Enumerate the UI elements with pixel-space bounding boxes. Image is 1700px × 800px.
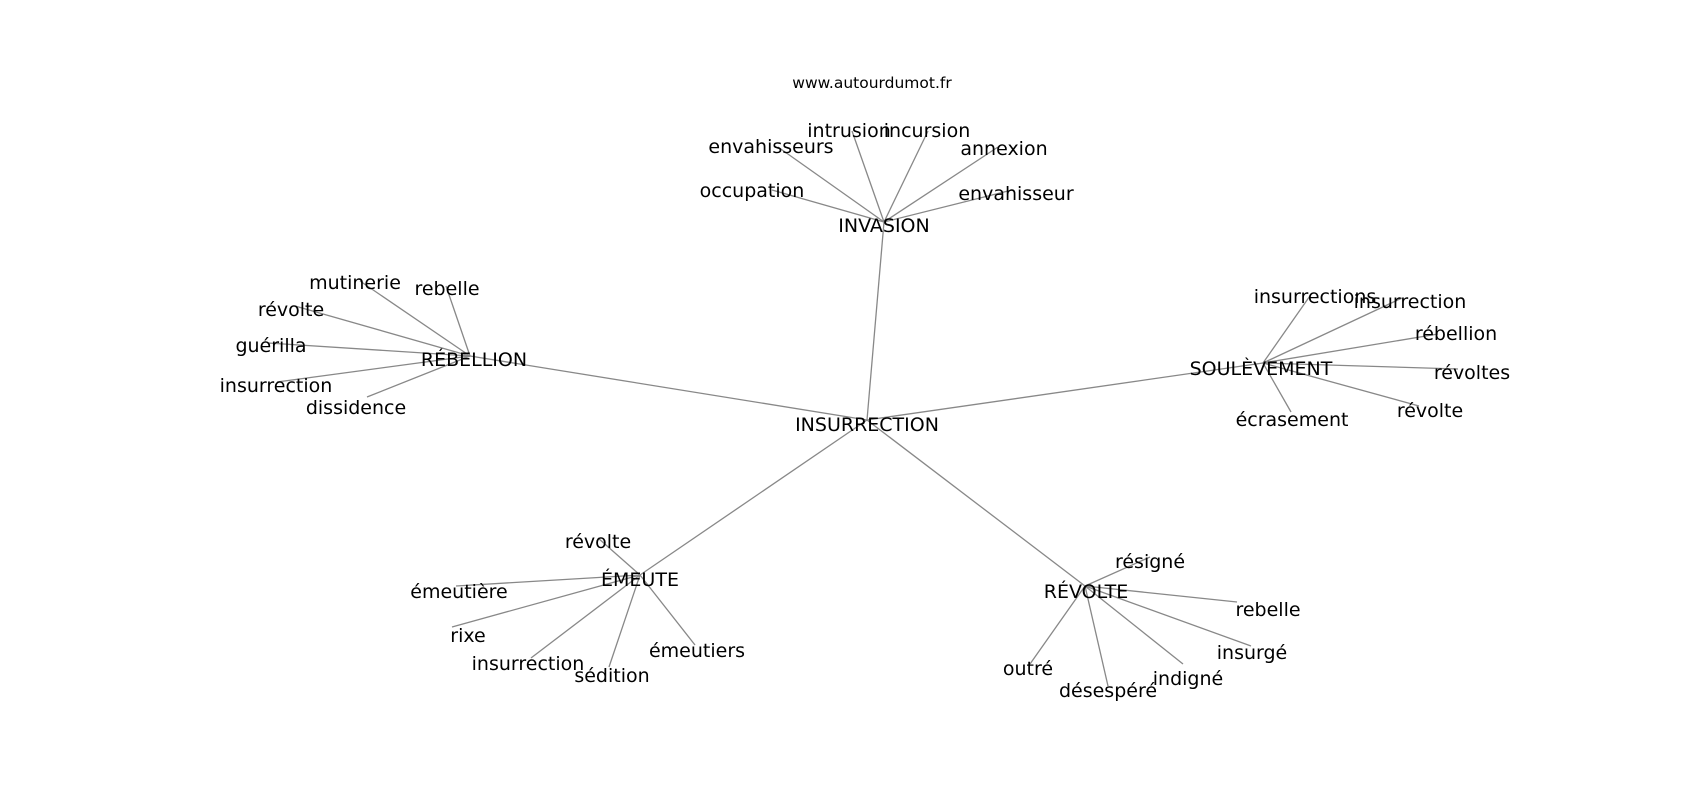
graph-edges	[267, 130, 1459, 687]
hub-node[interactable]: RÉBELLION	[421, 348, 527, 371]
word-node[interactable]: mutinerie	[309, 272, 401, 294]
edge-center-to-hub	[866, 362, 1264, 421]
edge-hub-to-word	[1084, 585, 1238, 603]
word-node[interactable]: sédition	[574, 665, 649, 687]
edge-hub-to-word	[1084, 585, 1109, 687]
edge-hub-to-word	[267, 342, 471, 357]
graph-labels: INSURRECTION INVASION occupation envahisseu…	[220, 120, 1510, 702]
word-node[interactable]: révolte	[565, 531, 631, 553]
word-node[interactable]: annexion	[960, 138, 1047, 160]
edge-hub-to-word	[1262, 362, 1292, 413]
edge-hub-to-word	[883, 130, 929, 223]
edge-center-to-hub	[469, 355, 868, 421]
source-url: www.autourdumot.fr	[792, 74, 952, 92]
word-node[interactable]: révolte	[258, 299, 324, 321]
word-node[interactable]: désespéré	[1059, 680, 1157, 702]
center-node[interactable]: INSURRECTION	[795, 414, 939, 436]
edge-hub-to-word	[455, 574, 641, 587]
word-node[interactable]: rebelle	[1235, 599, 1300, 621]
edge-hub-to-word	[851, 130, 885, 223]
word-node[interactable]: émeutière	[410, 581, 507, 603]
word-node[interactable]: insurrection	[472, 653, 585, 675]
edge-hub-to-word	[597, 537, 641, 576]
edge-hub-to-word	[294, 305, 471, 357]
hub-node[interactable]: RÉVOLTE	[1044, 580, 1128, 603]
edge-hub-to-word	[1262, 362, 1459, 370]
edge-hub-to-word	[771, 189, 885, 223]
word-node[interactable]: envahisseurs	[708, 136, 833, 158]
word-node[interactable]: rébellion	[1415, 323, 1497, 345]
edge-hub-to-word	[445, 285, 471, 357]
word-node[interactable]: intrusion	[807, 120, 890, 142]
edge-hub-to-word	[451, 574, 641, 628]
edge-hub-to-word	[1262, 362, 1420, 407]
word-node[interactable]: rebelle	[414, 278, 479, 300]
edge-hub-to-word	[777, 146, 885, 223]
edge-hub-to-word	[530, 574, 641, 659]
word-node[interactable]: envahisseur	[958, 183, 1073, 205]
edge-hub-to-word	[1029, 585, 1086, 665]
word-node[interactable]: résigné	[1115, 551, 1185, 573]
edge-hub-to-word	[883, 146, 999, 223]
edge-hub-to-word	[608, 574, 641, 668]
edge-center-to-hub	[866, 419, 1086, 587]
edge-center-to-hub	[639, 419, 868, 576]
word-node[interactable]: incursion	[884, 120, 970, 142]
edge-hub-to-word	[883, 189, 1013, 223]
hub-node[interactable]: SOULÈVEMENT	[1190, 357, 1333, 380]
edge-hub-to-word	[276, 355, 471, 383]
word-node[interactable]: insurrection	[220, 375, 333, 397]
word-node[interactable]: révolte	[1397, 400, 1463, 422]
word-node[interactable]: écrasement	[1236, 409, 1349, 431]
word-node[interactable]: outré	[1003, 658, 1053, 680]
edge-center-to-hub	[866, 221, 885, 421]
word-node[interactable]: dissidence	[306, 397, 406, 419]
word-node[interactable]: indigné	[1153, 668, 1223, 690]
edge-hub-to-word	[1084, 585, 1252, 647]
edge-hub-to-word	[1262, 292, 1313, 364]
edge-hub-to-word	[1262, 333, 1439, 364]
edge-hub-to-word	[1084, 585, 1184, 665]
word-node[interactable]: insurrections	[1254, 286, 1377, 308]
word-node[interactable]: insurrection	[1354, 291, 1467, 313]
word-node[interactable]: émeutiers	[649, 640, 745, 662]
word-node[interactable]: guérilla	[235, 335, 306, 357]
word-node[interactable]: révoltes	[1434, 362, 1510, 384]
edge-hub-to-word	[639, 574, 696, 646]
hub-node[interactable]: ÉMEUTE	[601, 568, 679, 591]
word-node[interactable]: occupation	[700, 180, 805, 202]
edge-hub-to-word	[1262, 297, 1403, 364]
word-node[interactable]: insurgé	[1217, 642, 1288, 664]
edge-hub-to-word	[1084, 556, 1151, 587]
edge-hub-to-word	[366, 355, 471, 398]
edge-hub-to-word	[359, 280, 471, 357]
word-node[interactable]: rixe	[450, 625, 485, 647]
hub-node[interactable]: INVASION	[838, 215, 929, 237]
